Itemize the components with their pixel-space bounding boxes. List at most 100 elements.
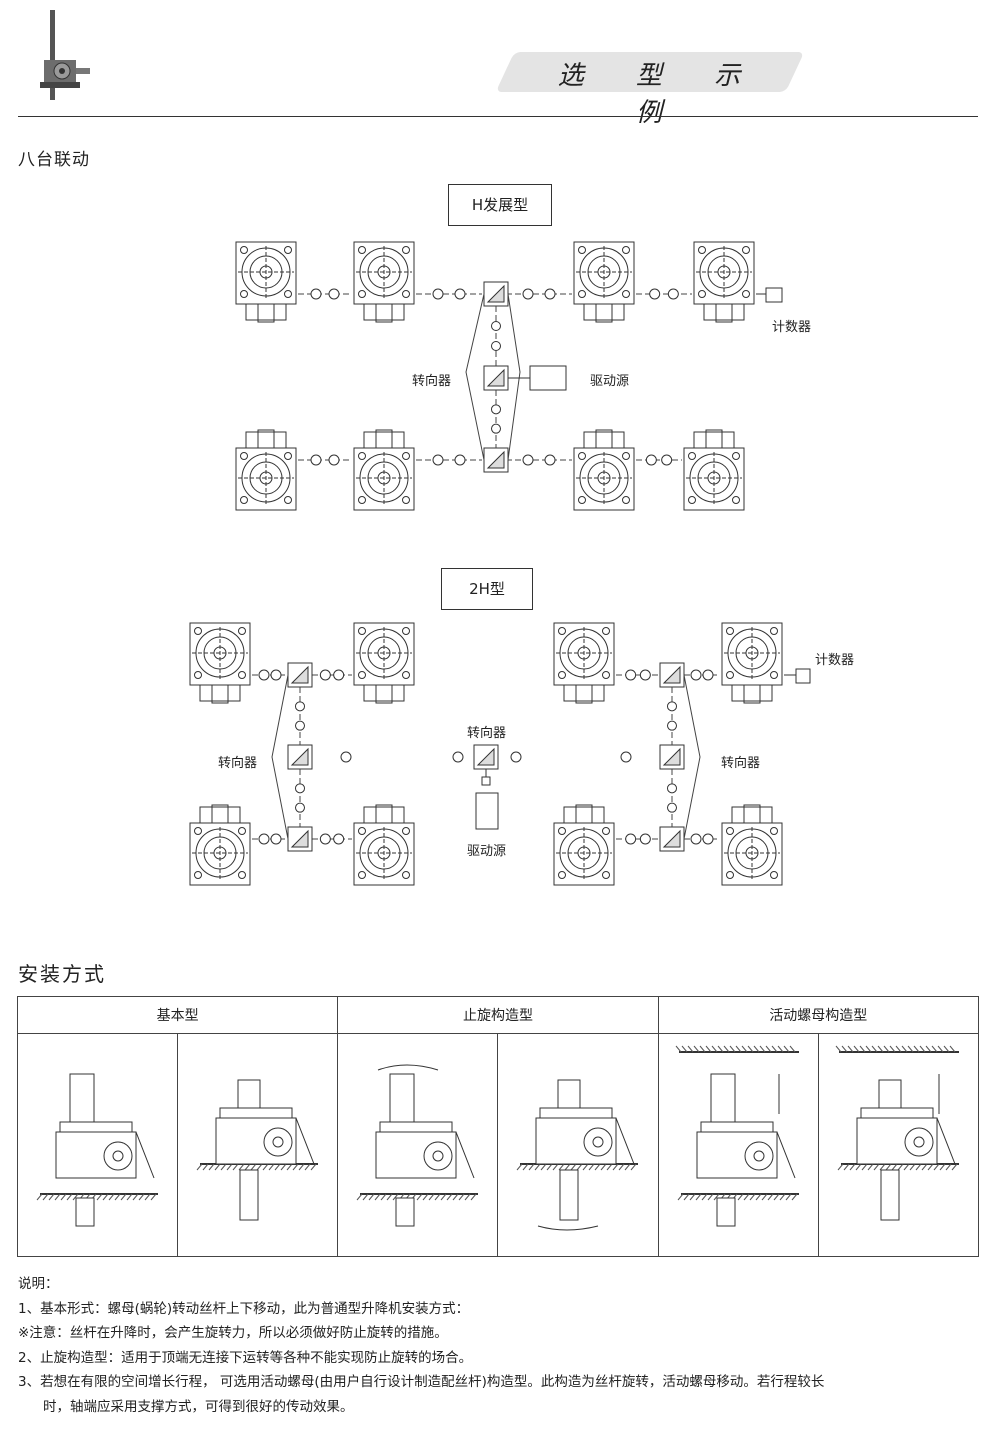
ground-hatch <box>102 1193 109 1201</box>
worm-wheel-hub <box>592 1136 604 1148</box>
ground-hatch <box>765 1045 772 1053</box>
ground-hatch <box>262 1163 269 1171</box>
ground-hatch <box>535 1163 541 1171</box>
ground-hatch <box>470 1193 477 1201</box>
jack-logo-icon <box>40 10 90 100</box>
ground-hatch <box>138 1193 145 1201</box>
ground-hatch <box>943 1045 950 1053</box>
coupling-icon <box>625 833 637 845</box>
ground-hatch <box>937 1045 944 1053</box>
screw-jack-top-view <box>235 241 297 323</box>
coupling-icon <box>491 423 501 434</box>
ground-hatch <box>126 1193 133 1201</box>
ground-hatch <box>791 1193 798 1201</box>
ground-hatch <box>268 1163 275 1171</box>
ground-hatch <box>849 1163 856 1171</box>
ground-hatch <box>859 1045 866 1053</box>
ground-hatch <box>631 1163 637 1171</box>
ground-hatch <box>559 1163 565 1171</box>
reverser-icon <box>287 662 313 688</box>
ground-hatch <box>565 1163 571 1171</box>
screw-upper <box>878 1079 902 1109</box>
ground-hatch <box>773 1193 780 1201</box>
ground-hatch <box>779 1193 786 1201</box>
h-type-counter-label: 计数器 <box>772 320 812 335</box>
coupling-icon <box>667 720 677 731</box>
coupling-icon <box>649 288 661 300</box>
ground-hatch <box>855 1163 862 1171</box>
ground-hatch <box>681 1045 688 1053</box>
ground-hatch <box>755 1193 762 1201</box>
ground-hatch <box>883 1045 890 1053</box>
screw-jack-top-view <box>189 622 251 704</box>
coupling-icon <box>645 454 657 466</box>
ground-hatch <box>737 1193 744 1201</box>
screw-jack-top-view <box>189 804 251 886</box>
worm-wheel-hub <box>272 1136 284 1148</box>
ground-hatch <box>42 1193 49 1201</box>
section-title-installation: 安装方式 <box>18 962 106 986</box>
coupling-icon <box>702 669 714 681</box>
ground-hatch <box>547 1163 553 1171</box>
header-divider <box>18 116 978 117</box>
ground-hatch <box>711 1045 718 1053</box>
ground-hatch <box>114 1193 121 1201</box>
coupling-icon <box>432 454 444 466</box>
ground-hatch <box>132 1193 139 1201</box>
installation-table: 基本型 止旋构造型 活动螺母构造型 <box>16 996 980 1257</box>
ground-hatch <box>517 1163 523 1171</box>
ground-hatch <box>286 1163 293 1171</box>
ground-hatch <box>915 1163 922 1171</box>
ground-hatch <box>220 1163 227 1171</box>
ground-hatch <box>873 1163 880 1171</box>
drive-source-icon <box>475 792 499 830</box>
2h-type-counter-label: 计数器 <box>815 653 855 668</box>
screw-jack-top-view <box>553 804 615 886</box>
screw-jack-top-view <box>573 429 635 511</box>
ground-hatch <box>589 1163 595 1171</box>
coupling-icon <box>690 669 702 681</box>
gearbox-flange <box>219 1107 293 1119</box>
ground-hatch <box>416 1193 423 1201</box>
ground-hatch <box>583 1163 589 1171</box>
ground-hatch <box>72 1193 79 1201</box>
screw-upper <box>237 1079 261 1109</box>
screw-upper <box>710 1073 736 1123</box>
ground-hatch <box>847 1045 854 1053</box>
ground-hatch <box>729 1045 736 1053</box>
screw-jack-top-view <box>573 241 635 323</box>
gearbox-flange <box>700 1121 774 1133</box>
support-rib <box>455 1131 475 1179</box>
ground-hatch <box>761 1193 768 1201</box>
ground-hatch <box>452 1193 459 1201</box>
column-header-basic: 基本型 <box>16 996 339 1034</box>
reverser-icon <box>483 281 509 307</box>
ground-hatch <box>945 1163 952 1171</box>
install-drawing-basic-inverted <box>177 1033 339 1257</box>
ground-hatch <box>380 1193 387 1201</box>
ground-hatch <box>619 1163 625 1171</box>
ground-hatch <box>232 1163 239 1171</box>
support-rib <box>616 1117 635 1165</box>
ground-hatch <box>885 1163 892 1171</box>
note-line-5: 时，轴端应采用支撑方式，可得到很好的传动效果。 <box>43 1398 354 1415</box>
coupling-icon <box>544 288 556 300</box>
ground-hatch <box>96 1193 103 1201</box>
coupling-icon <box>328 288 340 300</box>
coupling-icon <box>702 833 714 845</box>
coupling-icon <box>667 802 677 813</box>
counter-icon <box>795 668 811 684</box>
ground-hatch <box>310 1163 317 1171</box>
ground-hatch <box>835 1045 842 1053</box>
ground-hatch <box>392 1193 399 1201</box>
ground-hatch <box>150 1193 157 1201</box>
ground-hatch <box>440 1193 447 1201</box>
screw-jack-top-view <box>721 622 783 704</box>
ground-hatch <box>853 1045 860 1053</box>
coupling-icon <box>258 833 270 845</box>
ground-hatch <box>250 1163 257 1171</box>
ground-hatch <box>749 1193 756 1201</box>
ground-hatch <box>54 1193 61 1201</box>
ground-hatch <box>931 1045 938 1053</box>
h-type-label: H发展型 <box>448 184 552 226</box>
